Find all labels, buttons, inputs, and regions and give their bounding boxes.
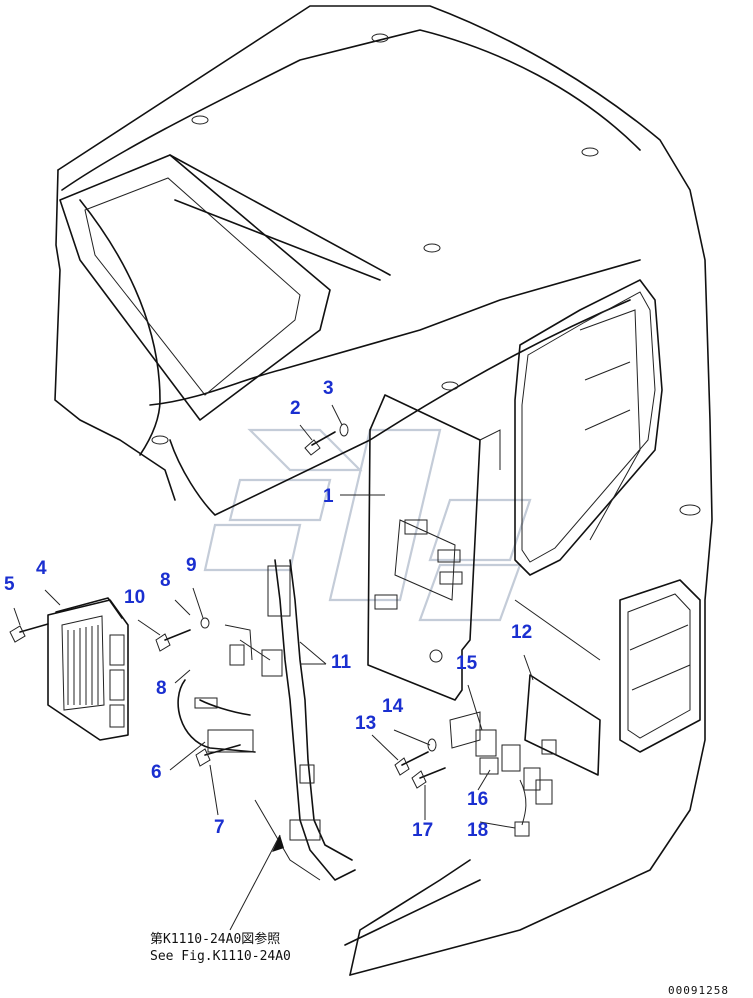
fasteners (9, 423, 446, 789)
controller-unit (47, 597, 129, 741)
watermark-logo (203, 428, 532, 622)
callout-8-lower: 8 (156, 678, 167, 699)
wiring-harness (224, 559, 356, 881)
reference-note-en: See Fig.K1110-24A0 (150, 949, 291, 964)
callout-12: 12 (511, 622, 532, 643)
callout-13: 13 (355, 713, 376, 734)
callout-labels: 1 2 3 4 5 6 7 8 8 9 10 11 12 13 14 15 16… (4, 378, 532, 841)
cab-body (54, 5, 713, 976)
relay-components (449, 711, 557, 837)
callout-5: 5 (4, 574, 15, 595)
callout-14: 14 (382, 696, 404, 717)
reference-arrow-head (272, 835, 284, 852)
callout-1: 1 (323, 486, 334, 507)
callout-16: 16 (467, 789, 488, 810)
callout-9: 9 (186, 555, 197, 576)
callout-8-upper: 8 (160, 570, 171, 591)
callout-4: 4 (36, 558, 47, 579)
callout-7: 7 (214, 817, 225, 838)
callout-17: 17 (412, 820, 433, 841)
callout-10: 10 (124, 587, 145, 608)
mounting-plate (367, 394, 501, 701)
figure-code: 00091258 (668, 984, 729, 997)
bracket-plate (514, 599, 601, 776)
callout-11: 11 (331, 652, 352, 673)
callout-6: 6 (151, 762, 162, 783)
callout-15: 15 (456, 653, 478, 674)
callout-18: 18 (467, 820, 488, 841)
leader-lines (13, 404, 534, 931)
sensor-harness (177, 679, 256, 753)
reference-note-jp: 第K1110-24A0図参照 (150, 931, 280, 947)
callout-2: 2 (290, 398, 301, 419)
callout-3: 3 (323, 378, 334, 399)
